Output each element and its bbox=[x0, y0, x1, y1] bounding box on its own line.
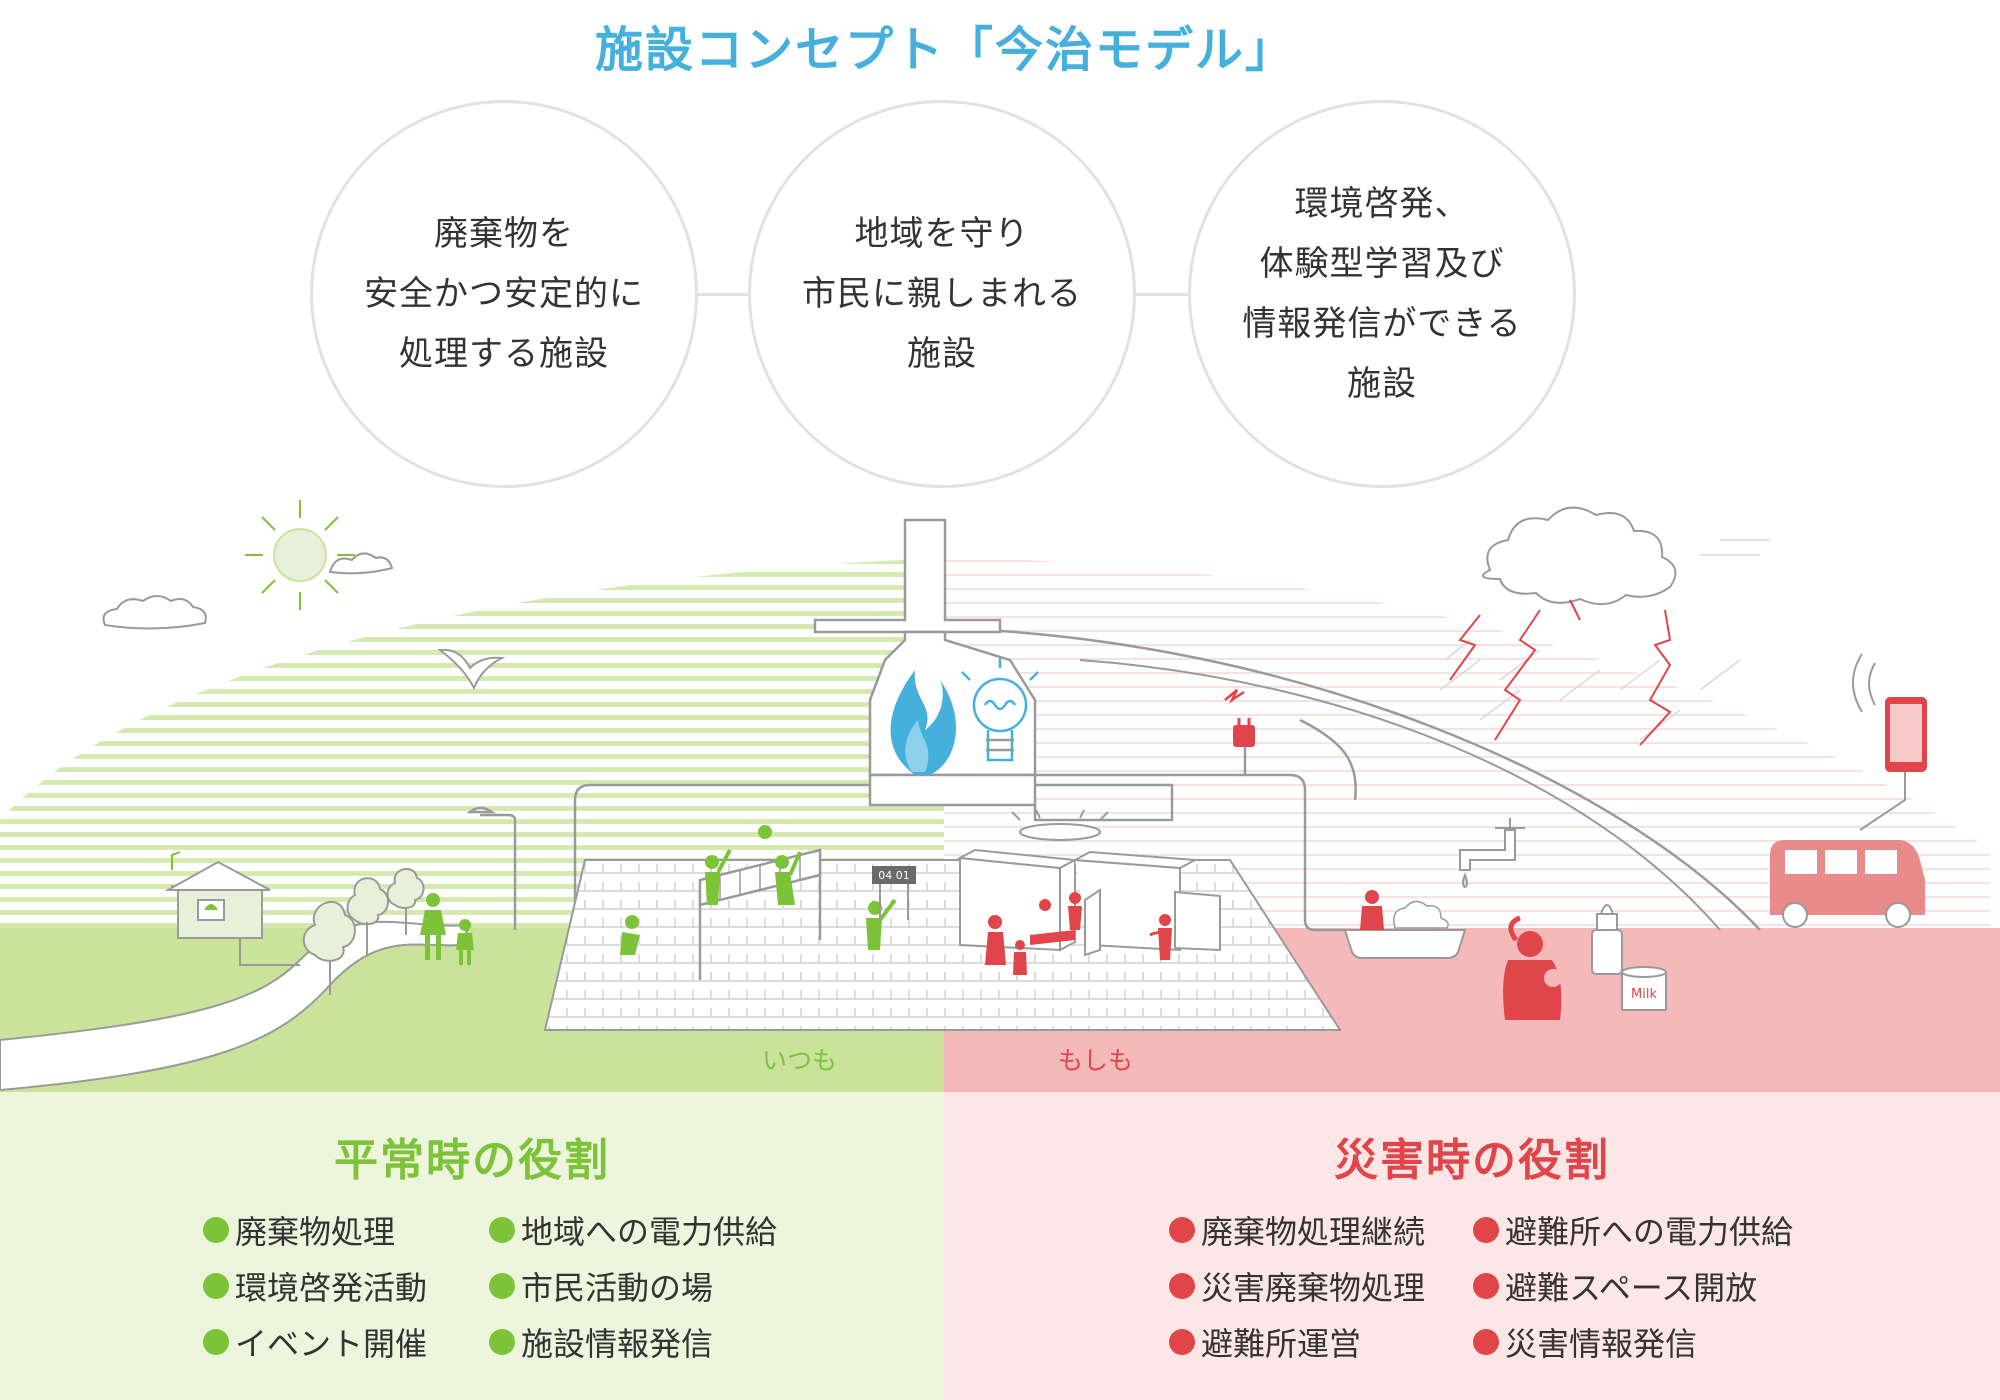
milk-label: Milk bbox=[1631, 987, 1657, 1002]
role-item-label: 施設情報発信 bbox=[521, 1325, 714, 1363]
role-item-label: 災害廃棄物処理 bbox=[1201, 1269, 1426, 1307]
concept-row: 廃棄物を 安全かつ安定的に 処理する施設 地域を守り 市民に親しまれる 施設 環… bbox=[0, 0, 2000, 500]
normal-sky-stripes bbox=[0, 558, 944, 930]
disaster-sky-stripes bbox=[944, 558, 1990, 930]
normal-role-heading: 平常時の役割 bbox=[334, 1135, 610, 1186]
list-item: イベント開催 bbox=[203, 1314, 427, 1370]
list-item: 市民活動の場 bbox=[489, 1258, 777, 1314]
concept-line: 市民に親しまれる bbox=[802, 274, 1082, 314]
role-item-label: 環境啓発活動 bbox=[235, 1269, 428, 1307]
list-item: 避難所への電力供給 bbox=[1473, 1202, 1793, 1258]
house-icon bbox=[164, 860, 300, 966]
milk-can-icon: Milk bbox=[1621, 966, 1667, 1011]
concept-line: 体験型学習及び bbox=[1259, 244, 1505, 284]
normal-role-list: 廃棄物処理 環境啓発活動 イベント開催 地域への電力供給 市民活動の場 施設情報… bbox=[203, 1202, 777, 1370]
scoreboard-text: 04 01 bbox=[878, 869, 910, 882]
disaster-role-heading: 災害時の役割 bbox=[1334, 1135, 1610, 1186]
list-item: 地域への電力供給 bbox=[489, 1202, 777, 1258]
concept-circle-3: 環境啓発、 体験型学習及び 情報発信ができる 施設 bbox=[1188, 100, 1576, 488]
facility-illustration: 04 01 bbox=[0, 500, 2000, 1092]
bullet-icon bbox=[1169, 1273, 1195, 1299]
role-item-label: イベント開催 bbox=[235, 1325, 428, 1363]
bullet-icon bbox=[1169, 1329, 1195, 1355]
concept-connector bbox=[698, 293, 752, 296]
volleyball-icon bbox=[758, 825, 772, 839]
concept-line: 安全かつ安定的に bbox=[364, 274, 644, 314]
rain-lines bbox=[1439, 539, 1770, 741]
lightning-icon bbox=[1449, 599, 1672, 746]
role-item-label: 廃棄物処理継続 bbox=[1201, 1213, 1426, 1251]
storm-cloud-icon bbox=[1481, 506, 1677, 606]
street-lamp-icon bbox=[466, 806, 517, 930]
list-item: 避難スペース開放 bbox=[1473, 1258, 1793, 1314]
list-item: 災害情報発信 bbox=[1473, 1314, 1793, 1370]
concept-line: 廃棄物を bbox=[434, 214, 574, 254]
dome-arc bbox=[944, 626, 1761, 931]
faucet-icon bbox=[1459, 818, 1525, 889]
plug-icon bbox=[1224, 689, 1255, 747]
bullet-icon bbox=[1473, 1329, 1500, 1355]
concept-line: 地域を守り bbox=[854, 214, 1030, 254]
bullet-icon bbox=[203, 1217, 229, 1243]
disaster-role-panel: 災害時の役割 廃棄物処理継続 災害廃棄物処理 避難所運営 避難所への電力供給 避… bbox=[944, 1092, 2000, 1400]
list-item: 施設情報発信 bbox=[489, 1314, 777, 1370]
bullet-icon bbox=[489, 1217, 516, 1243]
scoreboard-icon: 04 01 bbox=[872, 866, 916, 920]
normal-label: いつも bbox=[762, 1046, 838, 1075]
van-icon bbox=[1770, 840, 1925, 928]
page-title: 施設コンセプト「今治モデル」 bbox=[594, 22, 1295, 78]
sun-icon bbox=[245, 500, 355, 610]
role-item-label: 避難スペース開放 bbox=[1505, 1269, 1758, 1307]
bullet-icon bbox=[489, 1273, 516, 1299]
role-item-label: 避難所への電力供給 bbox=[1505, 1213, 1794, 1251]
light-bulb-icon bbox=[961, 658, 1039, 762]
dome-arc-inner bbox=[1079, 659, 1721, 931]
disaster-label: もしも bbox=[1058, 1046, 1134, 1075]
role-item-label: 避難所運営 bbox=[1201, 1325, 1362, 1363]
list-item: 環境啓発活動 bbox=[203, 1258, 427, 1314]
concept-circle-2: 地域を守り 市民に親しまれる 施設 bbox=[748, 100, 1136, 488]
list-item: 災害廃棄物処理 bbox=[1169, 1258, 1425, 1314]
tree-icon bbox=[302, 868, 425, 995]
person-icon bbox=[420, 893, 474, 965]
concept-line: 施設 bbox=[1347, 364, 1417, 404]
bullet-icon bbox=[1473, 1273, 1500, 1299]
mother-baby-icon bbox=[1503, 915, 1562, 1020]
bullet-icon bbox=[203, 1273, 229, 1299]
list-item: 避難所運営 bbox=[1169, 1314, 1425, 1370]
concept-line: 情報発信ができる bbox=[1242, 304, 1522, 344]
disaster-role-list: 廃棄物処理継続 災害廃棄物処理 避難所運営 避難所への電力供給 避難スペース開放… bbox=[1169, 1202, 1793, 1370]
concept-connector bbox=[1134, 293, 1194, 296]
bullet-icon bbox=[1169, 1217, 1195, 1243]
cloud-icon bbox=[102, 552, 394, 630]
concept-line: 処理する施設 bbox=[399, 334, 609, 374]
bullet-icon bbox=[489, 1329, 516, 1355]
ceiling-lamp-icon bbox=[1011, 809, 1109, 841]
flame-icon bbox=[890, 670, 957, 775]
music-note-icon bbox=[171, 851, 181, 870]
list-item: 廃棄物処理 bbox=[203, 1202, 427, 1258]
role-item-label: 市民活動の場 bbox=[521, 1269, 714, 1307]
volleyball-net-icon bbox=[698, 848, 822, 980]
person-icon bbox=[985, 892, 1172, 975]
bullet-icon bbox=[1473, 1217, 1500, 1243]
bullet-icon bbox=[203, 1329, 229, 1355]
person-icon bbox=[620, 849, 897, 955]
concept-line: 環境啓発、 bbox=[1294, 184, 1470, 224]
power-pipes bbox=[573, 718, 1357, 932]
milk-bottle-icon bbox=[1591, 904, 1623, 975]
list-item: 廃棄物処理継続 bbox=[1169, 1202, 1425, 1258]
role-item-label: 廃棄物処理 bbox=[235, 1213, 396, 1251]
concept-line: 施設 bbox=[907, 334, 977, 374]
concept-circle-1: 廃棄物を 安全かつ安定的に 処理する施設 bbox=[310, 100, 698, 488]
bathtub-icon bbox=[1343, 890, 1467, 959]
normal-role-panel: 平常時の役割 廃棄物処理 環境啓発活動 イベント開催 地域への電力供給 市民活動… bbox=[0, 1092, 944, 1400]
smartphone-icon bbox=[1852, 653, 1927, 831]
bird-icon bbox=[437, 648, 506, 691]
role-item-label: 災害情報発信 bbox=[1505, 1325, 1698, 1363]
partition-icon bbox=[956, 848, 1221, 957]
role-item-label: 地域への電力供給 bbox=[521, 1213, 778, 1251]
